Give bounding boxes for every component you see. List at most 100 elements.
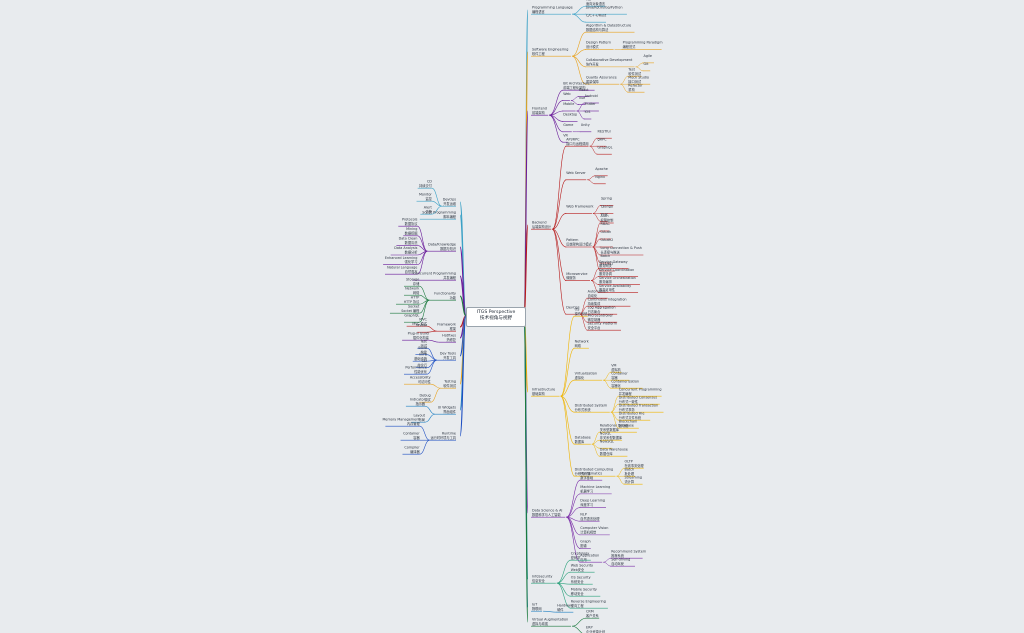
- leaf-right-1-2-0[interactable]: Agile: [642, 54, 655, 64]
- node-left-4-4[interactable]: GraphQL: [404, 313, 419, 323]
- leaf-right-3-3-2[interactable]: OAuth: [599, 230, 612, 240]
- node-right-0-2[interactable]: C/C++/Rust: [585, 13, 607, 23]
- node-left-5-1[interactable]: MVVM: [416, 323, 427, 333]
- node-right-2-4[interactable]: Game: [562, 123, 573, 133]
- node-right-3-1[interactable]: Web Server: [565, 171, 586, 181]
- node-right-2-1[interactable]: Web: [562, 92, 571, 101]
- node-right-3-2[interactable]: Web Framework: [565, 205, 594, 214]
- leaf-right-3-3-1[interactable]: RBAC: [599, 222, 611, 232]
- leaf-right-3-3-5[interactable]: Batch: [599, 254, 612, 264]
- node-right-2-3[interactable]: Desktop: [562, 113, 578, 122]
- leaf-right-3-0-1[interactable]: gRPC: [596, 137, 608, 147]
- leaf-right-2-1-1[interactable]: Vue: [577, 96, 586, 105]
- leaf-right-3-2-2[interactable]: PHP: [599, 213, 608, 222]
- leaf-right-3-1-1[interactable]: Nginx: [594, 175, 606, 185]
- leaf-right-3-2-0[interactable]: Spring: [599, 197, 614, 206]
- leaf-right-2-4-0[interactable]: Unity: [579, 123, 592, 133]
- leaf-right-3-2-1[interactable]: Django: [599, 205, 614, 214]
- leaf-right-3-0-2[interactable]: GraphQL: [596, 145, 613, 155]
- leaf-right-2-2-1[interactable]: Flutter: [583, 102, 599, 112]
- leaf-right-3-0-0[interactable]: RESTful: [596, 129, 612, 139]
- node-right-0-1[interactable]: Java/Kotlin/Go/Python: [585, 5, 627, 15]
- leaf-right-2-2-0[interactable]: Android: [583, 94, 599, 104]
- node-right-3-5[interactable]: DevOps: [565, 305, 580, 315]
